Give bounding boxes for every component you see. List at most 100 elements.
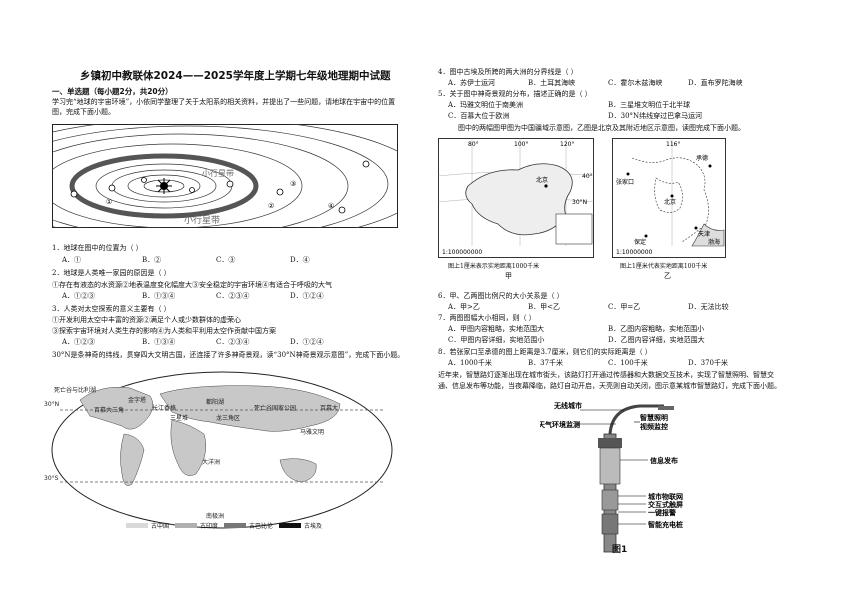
q5-option-b[interactable]: B．三星堆文明位于北半球 <box>608 101 691 109</box>
q4-option-c[interactable]: C．霍尔木兹海峡 <box>608 79 663 87</box>
pole-label-1: 天气环境监测 <box>540 420 580 429</box>
map-label-8: 三星堆 <box>170 414 188 422</box>
intro-text-3: 图中的两幅图甲图为中国疆域示意图，乙图是北京及其附近地区示意图，读图完成下面小题… <box>458 124 745 132</box>
q4-option-d[interactable]: D．直布罗陀海峡 <box>688 79 743 87</box>
yi-label-1: 张家口 <box>616 178 634 186</box>
jia-coord-4: 30°N <box>572 199 587 206</box>
intro-text-1: 学习完“地球的宇宙环境”，小依同学整理了关于太阳系的相关资料，并提出了一些问题，… <box>52 98 396 106</box>
map-label-11: 南极洲 <box>206 512 224 520</box>
q6-option-c[interactable]: C．甲=乙 <box>608 303 641 311</box>
q3-option-c[interactable]: C．②③④ <box>216 338 250 346</box>
q7-option-a[interactable]: A．甲图内容粗略，实地范围大 <box>448 325 545 333</box>
yi-name: 乙 <box>664 272 671 280</box>
pole-label-2: 智慧照明 <box>640 413 668 422</box>
q7-option-d[interactable]: D．乙图内容详细，实地范围大 <box>608 336 705 344</box>
q3-note-1: ①开发利用太空中丰富的资源②满足个人或少数群体的虚荣心 <box>52 316 241 324</box>
intro-text-4b: 通、信息发布等功能，当夜幕降临，路灯自动开启，天亮则自动关闭，图示意某城市智慧路… <box>438 382 781 390</box>
pole-label-4: 信息发布 <box>650 456 678 465</box>
jia-coord-0: 80° <box>468 141 479 148</box>
map-label-3: 都阳湖 <box>206 398 224 406</box>
page-title: 乡镇初中教联体2024——2025学年度上学期七年级地理期中试题 <box>80 70 391 82</box>
figure-caption: 图1 <box>612 545 628 555</box>
touch-screen-icon <box>601 489 619 511</box>
q1-option-c[interactable]: C．③ <box>216 256 236 264</box>
map-label-7: 马雅文明 <box>300 428 324 436</box>
world-map-30n: 死亡谷与比利湖 金字塔 长江香格 都阳湖 死亡谷国家公园 百慕大 百慕大三角 马… <box>44 371 393 529</box>
q2-option-b[interactable]: B．①③④ <box>142 292 176 300</box>
svg-text:②: ② <box>268 202 274 210</box>
q4-stem: 4．图中古埃及所跨的两大洲的分界线是（ ） <box>438 68 578 76</box>
q5-option-d[interactable]: D．30°N纬线穿过巴拿马运河 <box>608 112 703 120</box>
yi-label-2: 北京 <box>664 198 676 206</box>
map-label-9: 龙三角区 <box>216 414 240 422</box>
weather-sensor-icon <box>598 438 622 448</box>
q3-option-a[interactable]: A．①②③ <box>62 338 96 346</box>
yi-label-5: 渤海 <box>708 238 720 246</box>
jia-coord-1: 100° <box>514 141 528 148</box>
q5-stem: 5．关于图中神奇景观的分布，描述正确的是（ ） <box>438 90 592 98</box>
map-label-10: 大洋洲 <box>202 458 220 466</box>
pole-label-0: 无线城市 <box>553 401 582 410</box>
map-label-4: 死亡谷国家公园 <box>254 404 296 412</box>
q4-option-b[interactable]: B．土耳其海峡 <box>528 79 576 87</box>
q2-note: ①存在有液态的水资源②地表温度变化幅度大③安全稳定的宇宙环境④有适合于呼吸的大气 <box>52 281 332 289</box>
q1-option-b[interactable]: B．② <box>142 256 162 264</box>
q5-option-a[interactable]: A．玛雅文明位于南美洲 <box>448 101 524 109</box>
legend-item-3: 古埃及 <box>279 522 322 532</box>
section-heading: 一、单选题（每小题2分，共20分） <box>52 87 173 96</box>
q8-option-d[interactable]: D．370千米 <box>688 359 728 367</box>
map-label-1: 金字塔 <box>128 396 146 404</box>
q4-option-a[interactable]: A．苏伊士运河 <box>448 79 496 87</box>
q2-option-c[interactable]: C．②③④ <box>216 292 250 300</box>
jia-coord-2: 120° <box>560 141 574 148</box>
q3-option-d[interactable]: D．①②④ <box>290 338 324 346</box>
svg-text:③: ③ <box>290 180 296 188</box>
q6-option-a[interactable]: A．甲>乙 <box>448 303 480 311</box>
pole-label-6: 交互式触屏 <box>648 500 683 509</box>
map-label-13: 30°S <box>44 475 59 482</box>
q8-option-a[interactable]: A．1000千米 <box>448 359 492 367</box>
map-label-12: 30°N <box>44 401 59 408</box>
map-label-6: 百慕大三角 <box>94 406 124 414</box>
legend-item-2: 古巴比伦 <box>224 522 273 532</box>
q2-stem: 2．地球是人类唯一家园的原因是（ ） <box>52 269 171 277</box>
info-screen-icon <box>599 447 621 485</box>
q7-stem: 7．两图图幅大小相同，则（ ） <box>438 314 536 322</box>
jia-scale-note: 图上1厘米表示实地距离1000千米 <box>448 263 540 270</box>
q6-stem: 6．甲、乙两图比例尺的大小关系是（ ） <box>438 292 564 300</box>
beijing-map-yi: 承德 张家口 北京 保定 天津 渤海 116° 1:10000000 <box>612 138 726 258</box>
asteroid-belt-label: 小行星带 <box>202 168 234 178</box>
q8-stem: 8．若张家口至承德的图上距离是3.7厘米，则它们的实际距离是（ ） <box>438 348 652 356</box>
q1-option-d[interactable]: D．④ <box>290 256 310 264</box>
q3-option-b[interactable]: B．①③④ <box>142 338 176 346</box>
q2-option-a[interactable]: A．①②③ <box>62 292 96 300</box>
jia-label-beijing: 北京 <box>536 176 548 184</box>
yi-scale-note: 图上1厘米代表实地距离100千米 <box>620 263 708 270</box>
intro-text-1b: 图，完成下面小题。 <box>52 108 115 116</box>
q6-option-b[interactable]: B．甲<乙 <box>528 303 561 311</box>
q8-option-c[interactable]: C．100千米 <box>608 359 648 367</box>
pole-label-7: 一键报警 <box>648 508 676 517</box>
jia-scale: 1:100000000 <box>442 249 482 256</box>
jia-coord-3: 40° <box>582 173 593 180</box>
smart-streetlight-figure: 无线城市 天气环境监测 智慧照明 视频监控 信息发布 城市物联网 交互式触屏 一… <box>540 401 683 553</box>
q6-option-d[interactable]: D．无法比较 <box>688 303 729 311</box>
q7-option-b[interactable]: B．乙图内容粗略，实地范围小 <box>608 325 705 333</box>
svg-text:④: ④ <box>328 202 334 210</box>
legend-item-1: 古印度 <box>175 522 218 532</box>
q1-stem: 1．地球在图中的位置为（ ） <box>52 244 143 252</box>
lamp-head-icon <box>658 406 674 410</box>
q2-option-d[interactable]: D．①②④ <box>290 292 324 300</box>
solar-system-figure: 小行星带 小行星带 ① ② ④ ③ <box>52 124 398 228</box>
map-label-2: 长江香格 <box>152 404 176 412</box>
q7-option-c[interactable]: C．甲图内容详细，实地范围小 <box>448 336 545 344</box>
yi-label-3: 保定 <box>634 238 646 246</box>
intro-text-4a: 近年来，智慧路灯逐渐出现在城市街头，该路灯打开通过传感器和大数据交互技术，实现了… <box>438 371 774 379</box>
asteroid-belt-label-2: 小行星带 <box>184 214 220 226</box>
q1-option-a[interactable]: A．① <box>62 256 82 264</box>
map-label-0: 死亡谷与比利湖 <box>54 386 96 394</box>
q5-option-c[interactable]: C．百慕大位于欧洲 <box>448 112 510 120</box>
sun-icon <box>156 178 172 194</box>
q8-option-b[interactable]: B．37千米 <box>528 359 564 367</box>
yi-scale: 1:10000000 <box>616 249 653 256</box>
